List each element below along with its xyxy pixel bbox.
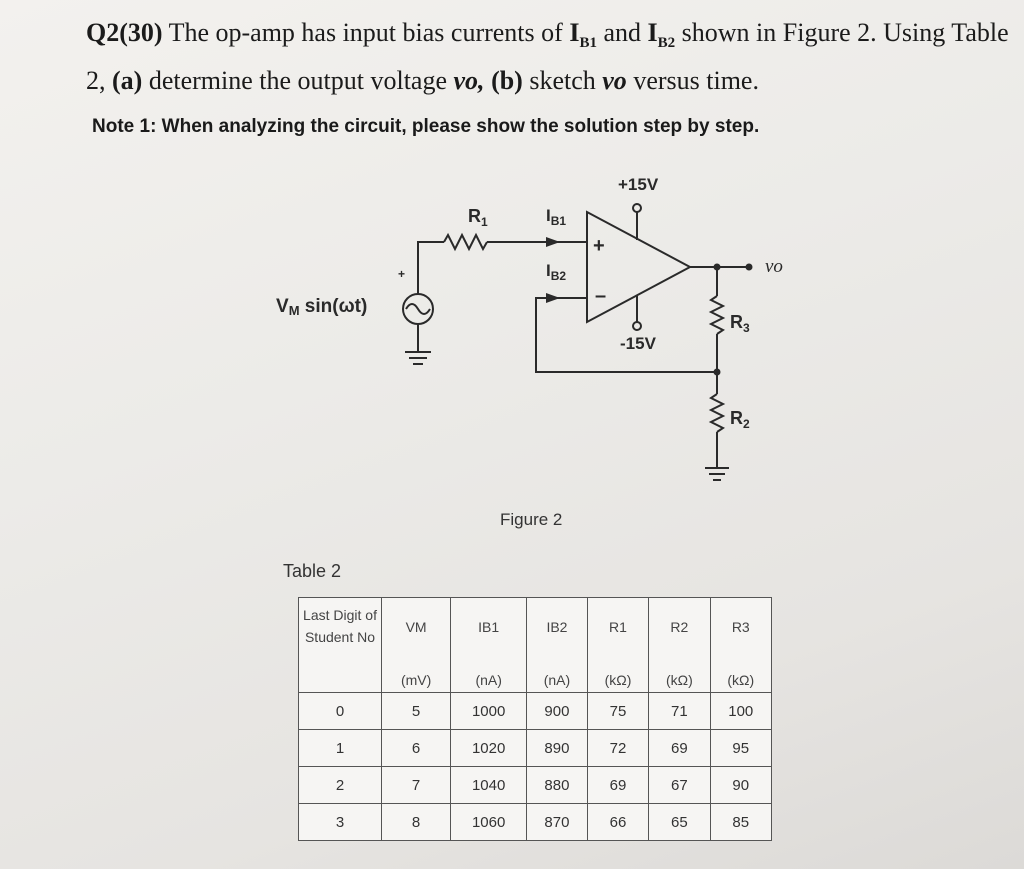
question-part3: determine the output voltage	[142, 66, 454, 96]
pos-supply-label: +15V	[618, 175, 659, 194]
unit-r3: (kΩ)	[709, 656, 773, 693]
cell-ib1: 1040	[450, 766, 528, 804]
neg-supply-terminal	[632, 321, 642, 331]
cell-r3: 90	[709, 766, 773, 804]
part-a-label: (a)	[112, 66, 143, 96]
r2-ground-icon	[705, 467, 729, 481]
header-student-no: Last Digit of Student No	[298, 597, 382, 693]
ib2-arrow-icon	[546, 293, 560, 303]
circuit-diagram: +15V -15V R1 IB1 IB2 R3 R2 VM sin(ωt) + …	[276, 175, 783, 481]
cell-r2: 65	[648, 803, 711, 841]
unit-r1: (kΩ)	[586, 656, 650, 693]
question-part1: The op-amp has input bias currents of	[162, 18, 570, 47]
ib1-label: IB1	[546, 206, 566, 228]
header-r1: R1	[586, 597, 650, 656]
noninv-plus-label: +	[593, 235, 605, 257]
resistor-r3	[708, 295, 726, 335]
header-vm: VM	[380, 597, 452, 656]
resistor-r2	[708, 393, 726, 433]
opamp-triangle	[586, 210, 693, 324]
inv-minus-label: –	[595, 285, 606, 307]
source-plus-label: +	[398, 267, 405, 281]
cell-digit: 1	[298, 729, 382, 767]
vo-terminal-dot	[745, 263, 753, 271]
figure-caption: Figure 2	[500, 510, 563, 529]
table-title: Table 2	[283, 561, 342, 581]
cell-vm: 8	[380, 803, 452, 841]
data-table: Last Digit of Student No VM IB1 IB2 R1 R…	[298, 597, 773, 841]
vo-symbol: vo,	[453, 66, 485, 96]
cell-r1: 72	[586, 729, 650, 767]
pos-supply-terminal	[632, 203, 642, 213]
resistor-r1	[443, 232, 488, 252]
question-part2: shown in Figure 2. Using Table 2,	[86, 18, 1009, 96]
ac-wave-icon	[405, 303, 431, 315]
output-node-dot	[713, 263, 721, 271]
question-part5: versus time.	[626, 66, 759, 96]
header-r3: R3	[709, 597, 773, 656]
vo-label: vo	[765, 256, 783, 277]
cell-r2: 69	[648, 729, 711, 767]
header-ib2: IB2	[526, 597, 588, 656]
question-and: and	[596, 18, 648, 47]
cell-ib1: 1000	[450, 692, 528, 730]
unit-ib2: (nA)	[526, 656, 588, 693]
cell-r1: 69	[586, 766, 650, 804]
r2-label: R2	[730, 408, 750, 431]
neg-supply-label: -15V	[620, 334, 657, 353]
cell-r3: 85	[709, 803, 773, 841]
cell-digit: 3	[298, 803, 382, 841]
source-label: VM sin(ωt)	[276, 296, 367, 318]
note-text: Note 1: When analyzing the circuit, plea…	[92, 116, 760, 137]
cell-ib2: 880	[526, 766, 588, 804]
ib1-arrow-icon	[546, 237, 560, 247]
cell-ib2: 870	[526, 803, 588, 841]
cell-digit: 0	[298, 692, 382, 730]
ib2-label: IB2	[546, 261, 566, 283]
cell-ib2: 890	[526, 729, 588, 767]
unit-r2: (kΩ)	[648, 656, 711, 693]
cell-vm: 5	[380, 692, 452, 730]
ib2-subscript: B2	[657, 35, 676, 52]
unit-vm: (mV)	[380, 656, 452, 693]
cell-vm: 7	[380, 766, 452, 804]
cell-ib2: 900	[526, 692, 588, 730]
unit-ib1: (nA)	[450, 656, 528, 693]
cell-digit: 2	[298, 766, 382, 804]
cell-r2: 67	[648, 766, 711, 804]
header-r2: R2	[648, 597, 711, 656]
ib2-symbol: I	[647, 18, 658, 47]
cell-r2: 71	[648, 692, 711, 730]
source-ground-icon	[405, 351, 431, 365]
cell-r3: 95	[709, 729, 773, 767]
cell-ib1: 1020	[450, 729, 528, 767]
cell-r3: 100	[709, 692, 773, 730]
wire-feedback	[535, 297, 717, 373]
question-number: Q2(30)	[86, 18, 163, 47]
wire-source-r1	[417, 241, 444, 294]
cell-vm: 6	[380, 729, 452, 767]
feedback-node-dot	[713, 368, 721, 376]
r1-label: R1	[468, 206, 488, 229]
ib1-subscript: B1	[579, 35, 597, 52]
question-part4: sketch	[522, 66, 603, 96]
table-unit-row: (mV) (nA) (nA) (kΩ) (kΩ) (kΩ)	[299, 656, 773, 693]
table-row: 2 7 1040 880 69 67 90	[298, 766, 773, 804]
vo-symbol-2: vo	[602, 66, 627, 96]
question-text: Q2(30) The op-amp has input bias current…	[86, 14, 1016, 100]
table-row: 3 8 1060 870 66 65 85	[298, 803, 773, 841]
table-header-row: Last Digit of Student No VM IB1 IB2 R1 R…	[298, 597, 773, 693]
ib1-symbol: I	[569, 18, 580, 47]
cell-r1: 75	[586, 692, 650, 730]
cell-r1: 66	[586, 803, 650, 841]
header-ib1: IB1	[450, 597, 528, 656]
table-row: 1 6 1020 890 72 69 95	[298, 729, 773, 767]
part-b-label: (b)	[491, 66, 523, 96]
r3-label: R3	[730, 312, 750, 335]
cell-ib1: 1060	[450, 803, 528, 841]
table-row: 0 5 1000 900 75 71 100	[298, 692, 773, 730]
